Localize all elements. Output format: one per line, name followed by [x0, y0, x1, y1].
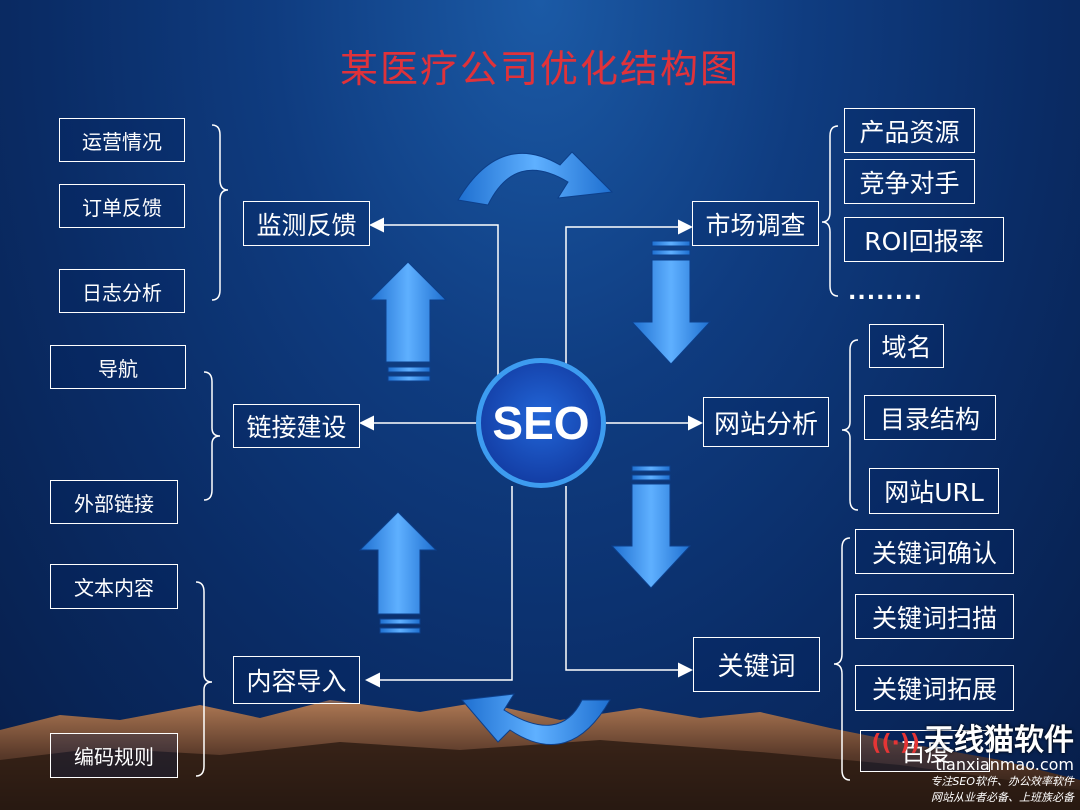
brace-monitor [211, 124, 229, 301]
brace-market [821, 125, 839, 297]
brace-link [203, 371, 221, 501]
signal-icon: ((·)) [871, 731, 920, 756]
market-main: 市场调查 [692, 201, 819, 246]
connector-monitor [369, 217, 499, 390]
block-arrow-up-bottom [358, 511, 438, 634]
content-item-1: 文本内容 [50, 564, 178, 609]
market-item-2: 竞争对手 [844, 159, 975, 204]
keyword-item-1: 关键词确认 [855, 529, 1014, 574]
market-item-1: 产品资源 [844, 108, 975, 153]
site-main: 网站分析 [703, 397, 829, 447]
brace-site [841, 339, 859, 511]
brace-keyword [833, 537, 851, 781]
keyword-item-2: 关键词扫描 [855, 594, 1014, 639]
monitor-item-3: 日志分析 [59, 269, 185, 313]
watermark-tagline-1: 专注SEO软件、办公效率软件 [930, 775, 1074, 788]
site-item-1: 域名 [869, 324, 944, 368]
seo-center-node: SEO [476, 358, 606, 488]
link-item-2: 外部链接 [50, 480, 178, 524]
monitor-item-2: 订单反馈 [59, 184, 185, 228]
connector-content [365, 486, 513, 688]
connector-market [565, 219, 693, 392]
site-item-2: 目录结构 [864, 395, 996, 440]
site-item-3: 网站URL [869, 468, 999, 514]
brace-content [195, 581, 213, 777]
page-title: 某医疗公司优化结构图 [339, 47, 740, 91]
content-item-2: 编码规则 [50, 733, 178, 778]
market-more: ........ [848, 280, 923, 305]
watermark-domain: tianxianmao.com [935, 755, 1074, 774]
link-item-1: 导航 [50, 345, 186, 389]
block-arrow-down-top [630, 240, 712, 365]
watermark-tagline-2: 网站从业者必备、上班族必备 [931, 791, 1074, 804]
block-arrow-down-bottom [610, 465, 692, 589]
keyword-main: 关键词 [693, 637, 820, 692]
block-arrow-up-top [368, 261, 448, 382]
monitor-item-1: 运营情况 [59, 118, 185, 162]
link-main: 链接建设 [233, 404, 360, 448]
curved-arrow-bottom [461, 693, 611, 745]
keyword-item-partial: 百度 [860, 730, 990, 772]
content-main: 内容导入 [233, 656, 360, 704]
watermark-brand: 天线猫软件 [924, 723, 1074, 758]
watermark: ((·))天线猫软件 tianxianmao.com 专注SEO软件、办公效率软… [871, 715, 1074, 806]
keyword-item-3: 关键词拓展 [855, 665, 1014, 711]
curved-arrow-top [457, 151, 614, 206]
monitor-main: 监测反馈 [243, 201, 370, 246]
market-item-3: ROI回报率 [844, 217, 1004, 262]
connector-keyword [565, 486, 693, 678]
